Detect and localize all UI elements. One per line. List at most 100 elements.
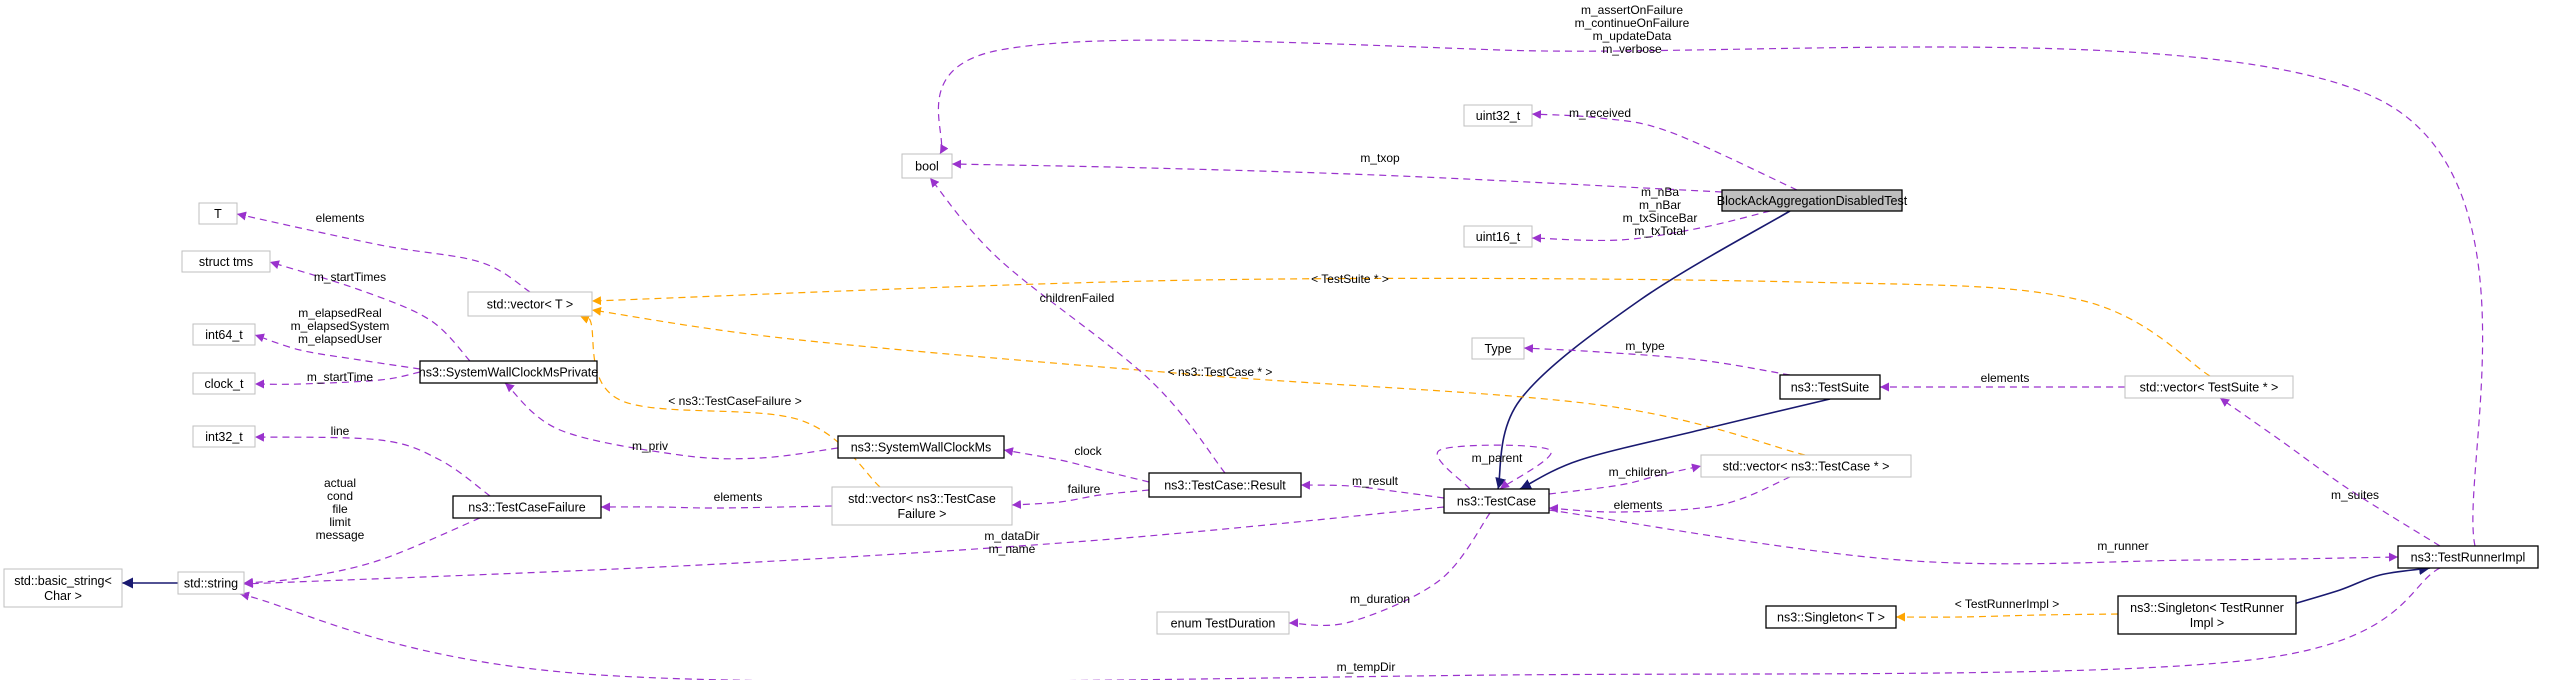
nba-edge-label: m_txSinceBar (1623, 211, 1698, 225)
duration-edge (1288, 512, 1491, 628)
node-label-runner: ns3::TestRunnerImpl (2411, 551, 2526, 565)
class-node-enumdur: enum TestDuration (1156, 611, 1290, 635)
clock-edge-label: clock (1074, 444, 1102, 458)
priv-edge-label: m_priv (632, 439, 668, 453)
node-box-testsuite[interactable] (1779, 374, 1881, 400)
node-label-focus: BlockAckAggregationDisabledTest (1717, 194, 1908, 208)
line-edge-label: line (331, 424, 350, 438)
starttime-edge (254, 371, 421, 389)
node-box-swcmp[interactable] (419, 360, 598, 384)
node-label-basicstr: std::basic_string< (14, 574, 112, 588)
class-node-uint32: uint32_t (1463, 104, 1533, 127)
runner-bool-edge-label: m_verbose (1602, 42, 1662, 56)
node-label-uint32: uint32_t (1476, 109, 1521, 123)
runner-bool-edge-label: m_continueOnFailure (1575, 16, 1690, 30)
node-box-T (198, 202, 238, 225)
type-edge (1523, 344, 1791, 376)
starttime-edge-label: m_startTime (307, 370, 374, 384)
class-node-int64: int64_t (192, 323, 256, 346)
class-node-clockt: clock_t (192, 372, 256, 395)
node-box-runner[interactable] (2397, 545, 2539, 569)
node-box-tcf[interactable] (452, 495, 602, 519)
priv-edge (504, 382, 839, 460)
edges-layer (122, 39, 2484, 680)
tpl-testsuite-edge-label: < TestSuite * > (1311, 272, 1389, 286)
class-node-runner[interactable]: ns3::TestRunnerImpl (2397, 545, 2539, 569)
node-box-focus[interactable] (1721, 189, 1903, 212)
failure-edge-label: failure (1068, 482, 1101, 496)
tpl-testsuite-edge (591, 277, 2211, 377)
vecfail-tcf-edge-label: elements (714, 490, 763, 504)
nba-edge-label: m_txTotal (1634, 224, 1685, 238)
nba-edge-label: m_nBa (1641, 185, 1679, 199)
class-node-testsuite[interactable]: ns3::TestSuite (1779, 374, 1881, 400)
nodes-layer: BlockAckAggregationDisabledTestuint32_tu… (3, 104, 2539, 635)
node-box-enumdur (1156, 611, 1290, 635)
tcf-str-edge-label: cond (327, 489, 353, 503)
inherit-focus-edge (1495, 210, 1791, 490)
node-box-vecfail (831, 486, 1013, 526)
elements-T-edge-label: elements (316, 211, 365, 225)
tpl-failure-edge (579, 312, 881, 488)
class-node-vectc: std::vector< ns3::TestCase * > (1700, 454, 1912, 478)
suites-edge-label: m_suites (2331, 488, 2379, 502)
node-label-tcf: ns3::TestCaseFailure (468, 501, 585, 515)
tpl-testcase-edge (591, 306, 1806, 456)
class-node-swcmp[interactable]: ns3::SystemWallClockMsPrivate (419, 360, 598, 384)
vectc-tc-edge-label: elements (1614, 498, 1663, 512)
result-edge-label: m_result (1352, 474, 1399, 488)
elapsed-edge (254, 333, 421, 370)
tcf-str-edge-label: actual (324, 476, 356, 490)
node-box-uint32 (1463, 104, 1533, 127)
class-node-tcf[interactable]: ns3::TestCaseFailure (452, 495, 602, 519)
children-failed-edge (929, 177, 1226, 474)
runner-edge-label: m_runner (2097, 539, 2148, 553)
starttimes-edge (269, 260, 471, 362)
result-edge (1300, 480, 1445, 499)
node-box-int32 (192, 425, 256, 448)
parent-edge (1436, 444, 1552, 490)
node-label-vectorT: std::vector< T > (487, 298, 573, 312)
clock-edge (1003, 447, 1150, 483)
tpl-runnerimpl-edge (1895, 612, 2119, 622)
suites-edge (2219, 397, 2441, 547)
vectc-tc-edge (1548, 476, 1791, 514)
node-box-uint16 (1463, 225, 1533, 248)
class-node-stdstr: std::string (177, 571, 245, 595)
class-node-testcase[interactable]: ns3::TestCase (1443, 488, 1550, 514)
node-box-result[interactable] (1148, 472, 1302, 498)
node-label-int64: int64_t (205, 328, 243, 342)
node-label-vecfail: Failure > (898, 507, 947, 521)
class-node-vecfail: std::vector< ns3::TestCaseFailure > (831, 486, 1013, 526)
elements-T-edge (236, 211, 531, 293)
node-box-singTR[interactable] (2117, 595, 2297, 635)
node-box-basicstr (3, 568, 123, 608)
node-label-clockt: clock_t (205, 377, 244, 391)
class-node-structtms: struct tms (181, 250, 271, 273)
node-label-swcmp: ns3::SystemWallClockMsPrivate (419, 366, 598, 380)
class-node-singT[interactable]: ns3::Singleton< T > (1765, 605, 1897, 629)
node-box-swcm[interactable] (837, 435, 1005, 459)
node-box-clockt (192, 372, 256, 395)
class-node-focus[interactable]: BlockAckAggregationDisabledTest (1717, 189, 1908, 212)
children-failed-edge-label: childrenFailed (1040, 291, 1115, 305)
node-label-swcm: ns3::SystemWallClockMs (851, 441, 992, 455)
txop-edge (951, 159, 1723, 193)
received-edge-label: m_received (1569, 106, 1631, 120)
node-box-testcase[interactable] (1443, 488, 1550, 514)
node-label-int32: int32_t (205, 430, 243, 444)
txop-edge-label: m_txop (1360, 151, 1400, 165)
class-node-result[interactable]: ns3::TestCase::Result (1148, 472, 1302, 498)
type-edge-label: m_type (1625, 339, 1665, 353)
node-box-singT[interactable] (1765, 605, 1897, 629)
class-node-swcm[interactable]: ns3::SystemWallClockMs (837, 435, 1005, 459)
node-label-vecfail: std::vector< ns3::TestCase (848, 492, 996, 506)
children-edge (1548, 463, 1702, 495)
parent-edge-label: m_parent (1472, 451, 1523, 465)
class-node-type: Type (1471, 337, 1525, 360)
children-edge-label: m_children (1609, 465, 1668, 479)
runner-bool-edge-label: m_assertOnFailure (1581, 3, 1683, 17)
datadir-edge (243, 506, 1445, 589)
node-box-stdstr (177, 571, 245, 595)
class-node-singTR[interactable]: ns3::Singleton< TestRunnerImpl > (2117, 595, 2297, 635)
